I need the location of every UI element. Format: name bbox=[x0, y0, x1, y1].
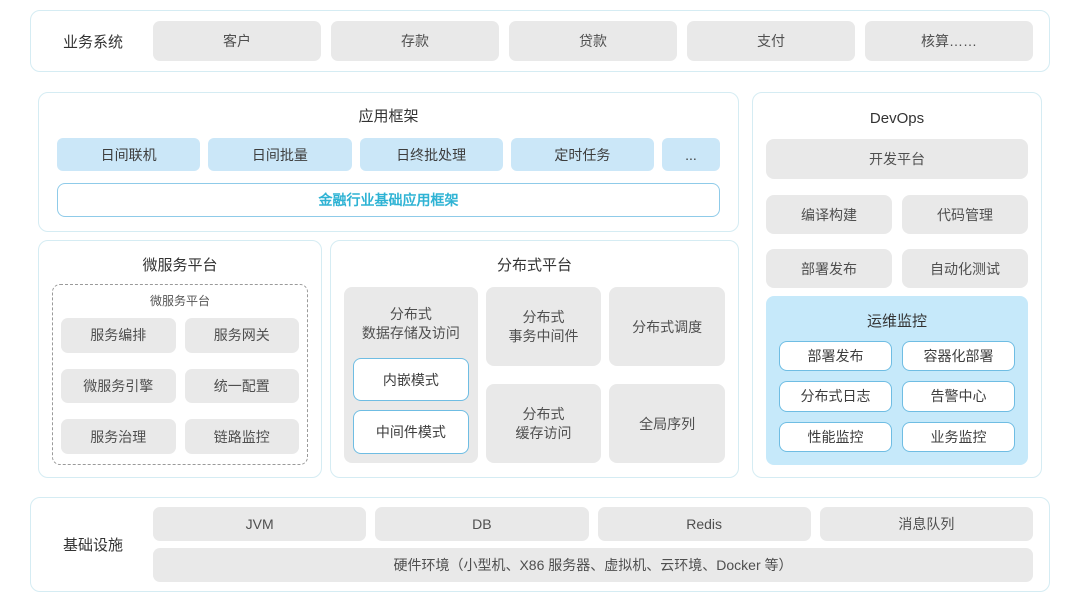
ops-monitoring-items: 部署发布 容器化部署 分布式日志 告警中心 性能监控 业务监控 bbox=[779, 341, 1015, 452]
automated-testing-box: 自动化测试 bbox=[902, 249, 1028, 288]
infra-redis: Redis bbox=[597, 507, 811, 541]
business-systems-bar: 业务系统 客户 存款 贷款 支付 核算…… bbox=[30, 10, 1050, 72]
microservice-panel: 微服务平台 微服务平台 服务编排 服务网关 微服务引擎 统一配置 服务治理 链路… bbox=[38, 240, 322, 478]
dev-platform-box: 开发平台 bbox=[766, 139, 1028, 179]
business-systems-label: 业务系统 bbox=[62, 33, 123, 51]
microservice-inner-title: 微服务平台 bbox=[149, 294, 210, 308]
monitor-deploy-release: 部署发布 bbox=[779, 341, 892, 372]
ops-monitoring-title: 运维监控 bbox=[866, 313, 927, 330]
ms-microservice-engine: 微服务引擎 bbox=[61, 368, 176, 404]
business-systems-items: 客户 存款 贷款 支付 核算…… bbox=[153, 21, 1033, 61]
microservice-items: 服务编排 服务网关 微服务引擎 统一配置 服务治理 链路监控 bbox=[61, 318, 299, 454]
monitor-container-deploy: 容器化部署 bbox=[902, 341, 1015, 372]
monitor-business: 业务监控 bbox=[902, 421, 1015, 452]
compile-build-box: 编译构建 bbox=[766, 195, 892, 234]
app-framework-title: 应用框架 bbox=[358, 108, 419, 125]
monitor-distributed-log: 分布式日志 bbox=[779, 381, 892, 412]
monitor-performance: 性能监控 bbox=[779, 421, 892, 452]
business-item-deposit: 存款 bbox=[331, 21, 499, 61]
middleware-mode-box: 中间件模式 bbox=[353, 410, 469, 454]
ms-service-governance: 服务治理 bbox=[61, 419, 176, 454]
infra-jvm: JVM bbox=[153, 507, 367, 541]
microservice-inner-box: 微服务平台 服务编排 服务网关 微服务引擎 统一配置 服务治理 链路监控 bbox=[52, 284, 308, 465]
business-item-payment: 支付 bbox=[687, 21, 855, 61]
app-framework-modules: 日间联机 日间批量 日终批处理 定时任务 ... bbox=[57, 138, 720, 171]
deploy-release-box: 部署发布 bbox=[766, 249, 892, 288]
ms-link-monitoring: 链路监控 bbox=[184, 419, 299, 454]
ms-service-gateway: 服务网关 bbox=[184, 318, 299, 353]
global-sequence: 全局序列 bbox=[609, 384, 726, 463]
distributed-col-middle: 分布式 事务中间件 分布式 缓存访问 bbox=[485, 287, 602, 463]
app-framework-panel: 应用框架 日间联机 日间批量 日终批处理 定时任务 ... 金融行业基础应用框架 bbox=[38, 92, 739, 232]
infra-db: DB bbox=[375, 507, 589, 541]
distributed-storage-box: 分布式 数据存储及访问 内嵌模式 中间件模式 bbox=[344, 287, 478, 463]
left-column: 应用框架 日间联机 日间批量 日终批处理 定时任务 ... 金融行业基础应用框架… bbox=[38, 92, 739, 478]
module-scheduled-task: 定时任务 bbox=[510, 138, 654, 171]
module-daytime-batch: 日间批量 bbox=[208, 138, 352, 171]
middle-area: 应用框架 日间联机 日间批量 日终批处理 定时任务 ... 金融行业基础应用框架… bbox=[38, 92, 1042, 478]
infrastructure-bar: 基础设施 JVM DB Redis 消息队列 硬件环境（小型机、X86 服务器、… bbox=[30, 497, 1050, 592]
devops-title: DevOps bbox=[869, 110, 925, 127]
monitor-alert-center: 告警中心 bbox=[902, 381, 1015, 412]
devops-items: 编译构建 代码管理 部署发布 自动化测试 bbox=[766, 195, 1028, 288]
module-daytime-online: 日间联机 bbox=[57, 138, 201, 171]
base-framework-box: 金融行业基础应用框架 bbox=[57, 183, 720, 217]
infrastructure-items: JVM DB Redis 消息队列 硬件环境（小型机、X86 服务器、虚拟机、云… bbox=[153, 507, 1033, 582]
ms-unified-config: 统一配置 bbox=[184, 368, 299, 404]
devops-panel: DevOps 开发平台 编译构建 代码管理 部署发布 自动化测试 运维监控 部署… bbox=[752, 92, 1042, 478]
distributed-col-right: 分布式调度 全局序列 bbox=[609, 287, 726, 463]
module-more: ... bbox=[662, 138, 720, 171]
distributed-panel: 分布式平台 分布式 数据存储及访问 内嵌模式 中间件模式 分布式 事务中间件 分… bbox=[330, 240, 739, 478]
distributed-grid: 分布式 数据存储及访问 内嵌模式 中间件模式 分布式 事务中间件 分布式 缓存访… bbox=[344, 287, 726, 463]
platforms-row: 微服务平台 微服务平台 服务编排 服务网关 微服务引擎 统一配置 服务治理 链路… bbox=[38, 240, 739, 478]
code-management-box: 代码管理 bbox=[902, 195, 1028, 234]
microservice-title: 微服务平台 bbox=[142, 257, 218, 274]
ops-monitoring-panel: 运维监控 部署发布 容器化部署 分布式日志 告警中心 性能监控 业务监控 bbox=[766, 296, 1028, 465]
ms-service-orchestration: 服务编排 bbox=[61, 318, 176, 353]
embedded-mode-box: 内嵌模式 bbox=[353, 357, 469, 402]
distributed-cache-access: 分布式 缓存访问 bbox=[485, 384, 602, 463]
distributed-transaction-middleware: 分布式 事务中间件 bbox=[485, 287, 602, 366]
infrastructure-row: JVM DB Redis 消息队列 bbox=[153, 507, 1033, 541]
infra-message-queue: 消息队列 bbox=[819, 507, 1033, 541]
distributed-storage-label: 分布式 数据存储及访问 bbox=[361, 306, 460, 341]
business-item-accounting: 核算…… bbox=[865, 21, 1033, 61]
business-item-customer: 客户 bbox=[153, 21, 321, 61]
business-item-loan: 贷款 bbox=[509, 21, 677, 61]
distributed-scheduling: 分布式调度 bbox=[609, 287, 726, 366]
hardware-environment-box: 硬件环境（小型机、X86 服务器、虚拟机、云环境、Docker 等） bbox=[153, 548, 1033, 582]
distributed-title: 分布式平台 bbox=[496, 257, 572, 274]
infrastructure-label: 基础设施 bbox=[62, 537, 123, 554]
module-eod-batch: 日终批处理 bbox=[359, 138, 503, 171]
